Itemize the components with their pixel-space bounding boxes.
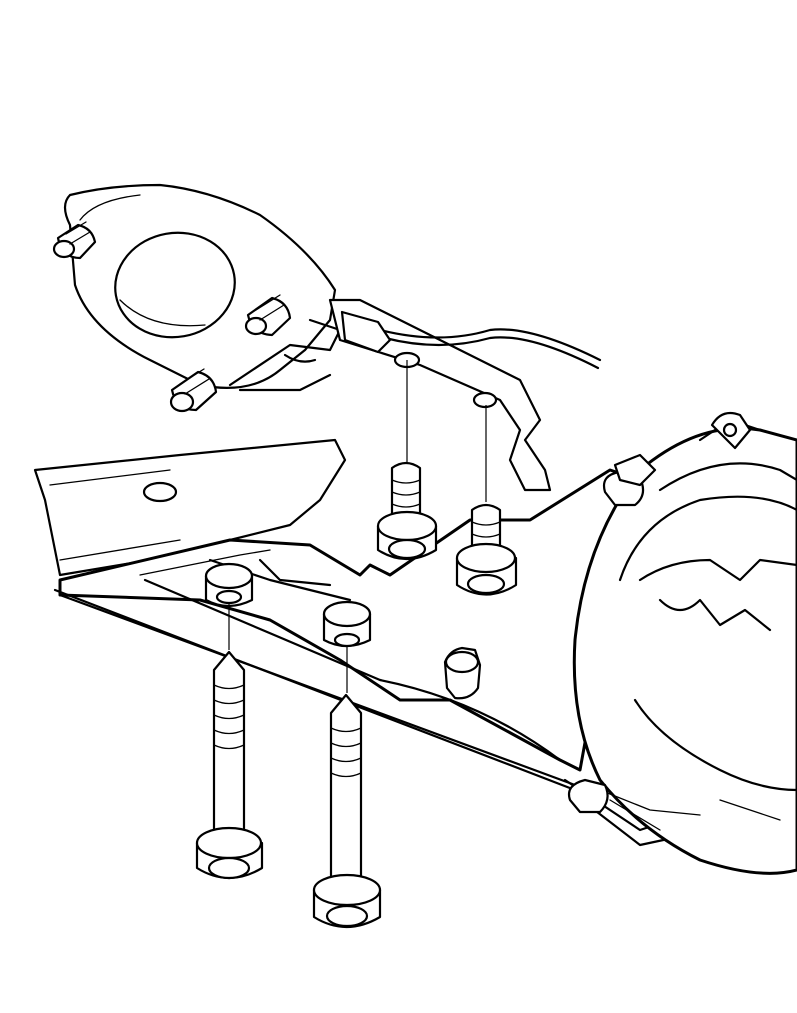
body-panel [33,438,347,577]
exhaust-flange [63,183,337,389]
cable-line [340,310,602,370]
bracket-hole-2 [472,391,498,409]
flange-stud-middle [244,294,292,337]
housing-ear [710,411,752,450]
flange-stud-bottom [169,368,218,413]
bell-housing [572,418,797,875]
short-bolt-left [376,461,438,560]
long-bolt-left [195,650,264,880]
locating-dowel [443,646,482,700]
flange-stud-top-left [52,221,97,260]
alignment-lines [228,360,487,693]
spacer-left [204,562,254,608]
long-bolt-right [312,693,382,928]
housing-ribs [599,789,781,831]
flange-bracket [228,318,342,392]
spacer-right [322,600,372,648]
short-bolt-right [455,503,518,596]
housing-boss-bottom [567,778,609,814]
housing-boss-mid [613,453,657,487]
